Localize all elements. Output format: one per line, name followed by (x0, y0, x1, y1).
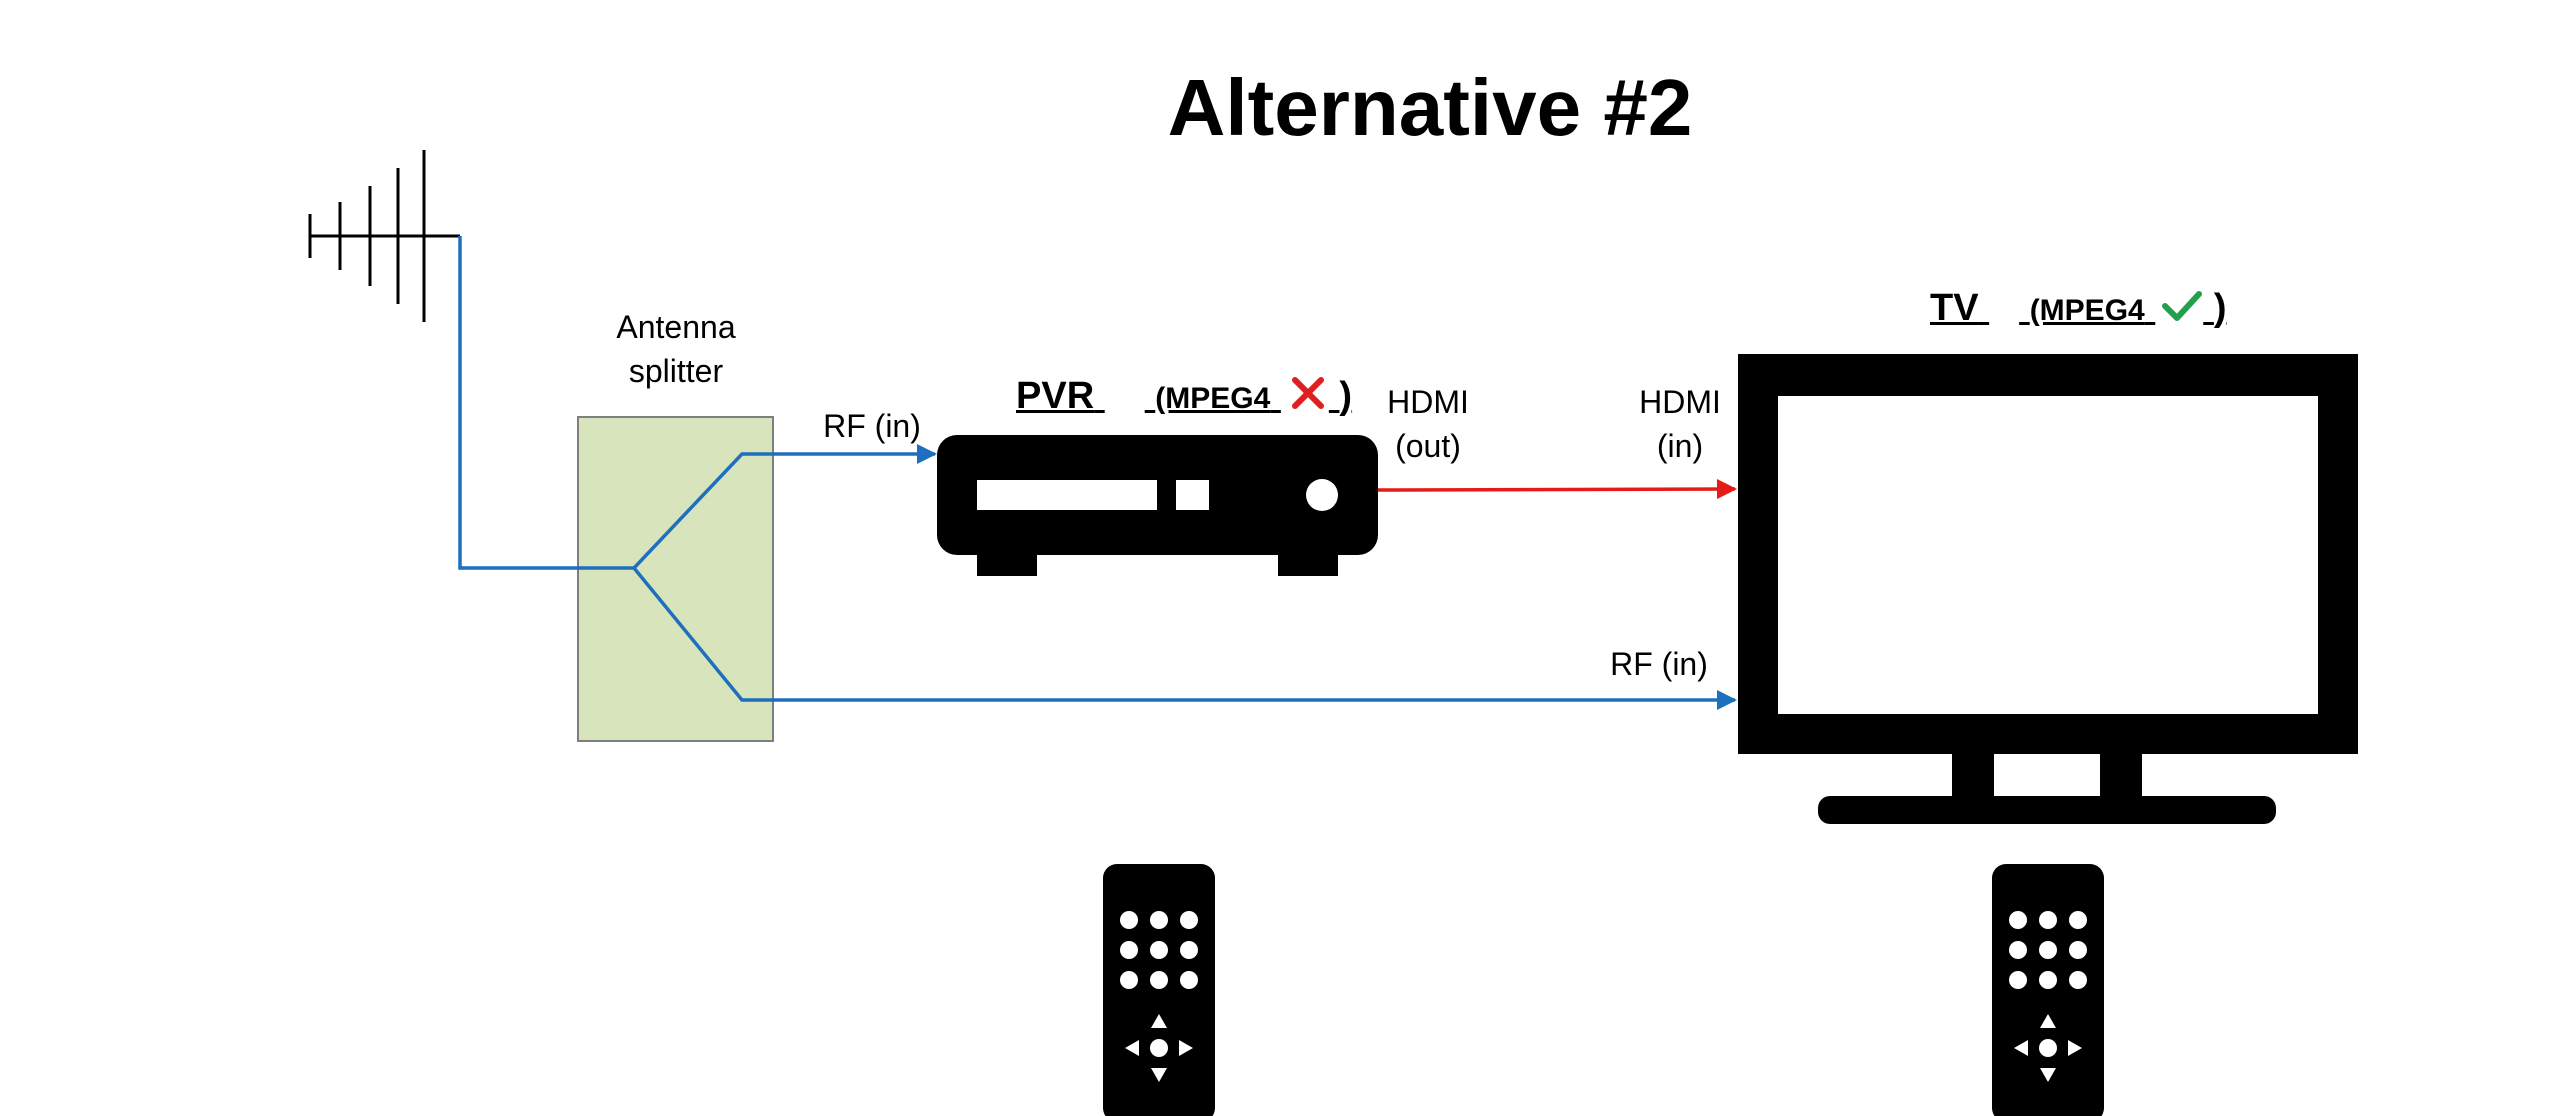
remote-keypad-button (1150, 971, 1168, 989)
pvr-to-tv-hdmi-cable (1377, 479, 1737, 500)
remote-down-arrow-icon (1151, 1068, 1167, 1082)
tv-icon (1738, 354, 2358, 824)
remote-keypad-button (1120, 941, 1138, 959)
remote-left-arrow-icon (2014, 1040, 2028, 1056)
remote-keypad-button (1150, 941, 1168, 959)
splitter-label: Antenna splitter (576, 305, 776, 393)
rf-cabling (458, 236, 1737, 710)
tv-hdmi-in-line1: HDMI (1639, 384, 1721, 420)
pvr-box-icon (937, 435, 1378, 576)
pvr-hdmi-out-line1: HDMI (1387, 384, 1469, 420)
tv-close-paren: ) (2213, 287, 2227, 329)
remote-up-arrow-icon (2040, 1014, 2056, 1028)
remote-keypad-button (2069, 911, 2087, 929)
page-title: Alternative #2 (1167, 63, 1693, 152)
remote-keypad-button (1180, 911, 1198, 929)
pvr-name: PVR (1016, 375, 1095, 417)
antenna-splitter-box (577, 416, 774, 742)
remote-keypad-button (1150, 911, 1168, 929)
remote-right-arrow-icon (2068, 1040, 2082, 1056)
remote-keypad-button (2039, 911, 2057, 929)
tv-hdmi-in-label: HDMI (in) (1620, 380, 1740, 468)
tv-name: TV (1930, 287, 1979, 329)
pvr-hdmi-out-line2: (out) (1395, 428, 1461, 464)
antenna-to-splitter-cable (458, 236, 634, 570)
pvr-title: PVR (MPEG4 ) (1016, 374, 1352, 421)
remote-left-arrow-icon (1125, 1040, 1139, 1056)
remote-down-arrow-icon (2040, 1068, 2056, 1082)
pvr-hdmi-out-label: HDMI (out) (1368, 380, 1488, 468)
remote-keypad-button (2069, 941, 2087, 959)
cross-icon (1291, 377, 1324, 409)
remote-keypad-button (2069, 971, 2087, 989)
pvr-remote-buttons (1120, 911, 1198, 1082)
splitter-label-line2: splitter (628, 353, 724, 389)
pvr-codec: (MPEG4 (1155, 382, 1271, 415)
remote-keypad-button (2039, 941, 2057, 959)
remote-keypad-button (2009, 971, 2027, 989)
remote-keypad-button (2039, 971, 2057, 989)
remote-keypad-button (1180, 941, 1198, 959)
remote-ok-button (2039, 1039, 2057, 1057)
remote-up-arrow-icon (1151, 1014, 1167, 1028)
remote-keypad-button (2009, 941, 2027, 959)
tv-rf-in-label: RF (in) (1610, 646, 1708, 682)
splitter-to-pvr-rf-cable (632, 444, 937, 570)
remote-keypad-button (2009, 911, 2027, 929)
remote-ok-button (1150, 1039, 1168, 1057)
splitter-to-tv-rf-cable (632, 566, 1737, 710)
tv-remote-buttons (2009, 911, 2087, 1082)
antenna-icon (308, 150, 460, 322)
tv-codec: (MPEG4 (2029, 294, 2145, 327)
check-icon (2162, 291, 2203, 321)
remote-keypad-button (1120, 911, 1138, 929)
tv-title: TV (MPEG4 ) (1930, 286, 2227, 333)
remote-keypad-button (1120, 971, 1138, 989)
pvr-rf-in-label: RF (in) (823, 408, 921, 444)
tv-hdmi-in-line2: (in) (1656, 428, 1704, 464)
splitter-label-line1: Antenna (616, 309, 736, 345)
remote-right-arrow-icon (1179, 1040, 1193, 1056)
remote-keypad-button (1180, 971, 1198, 989)
pvr-close-paren: ) (1339, 375, 1353, 417)
